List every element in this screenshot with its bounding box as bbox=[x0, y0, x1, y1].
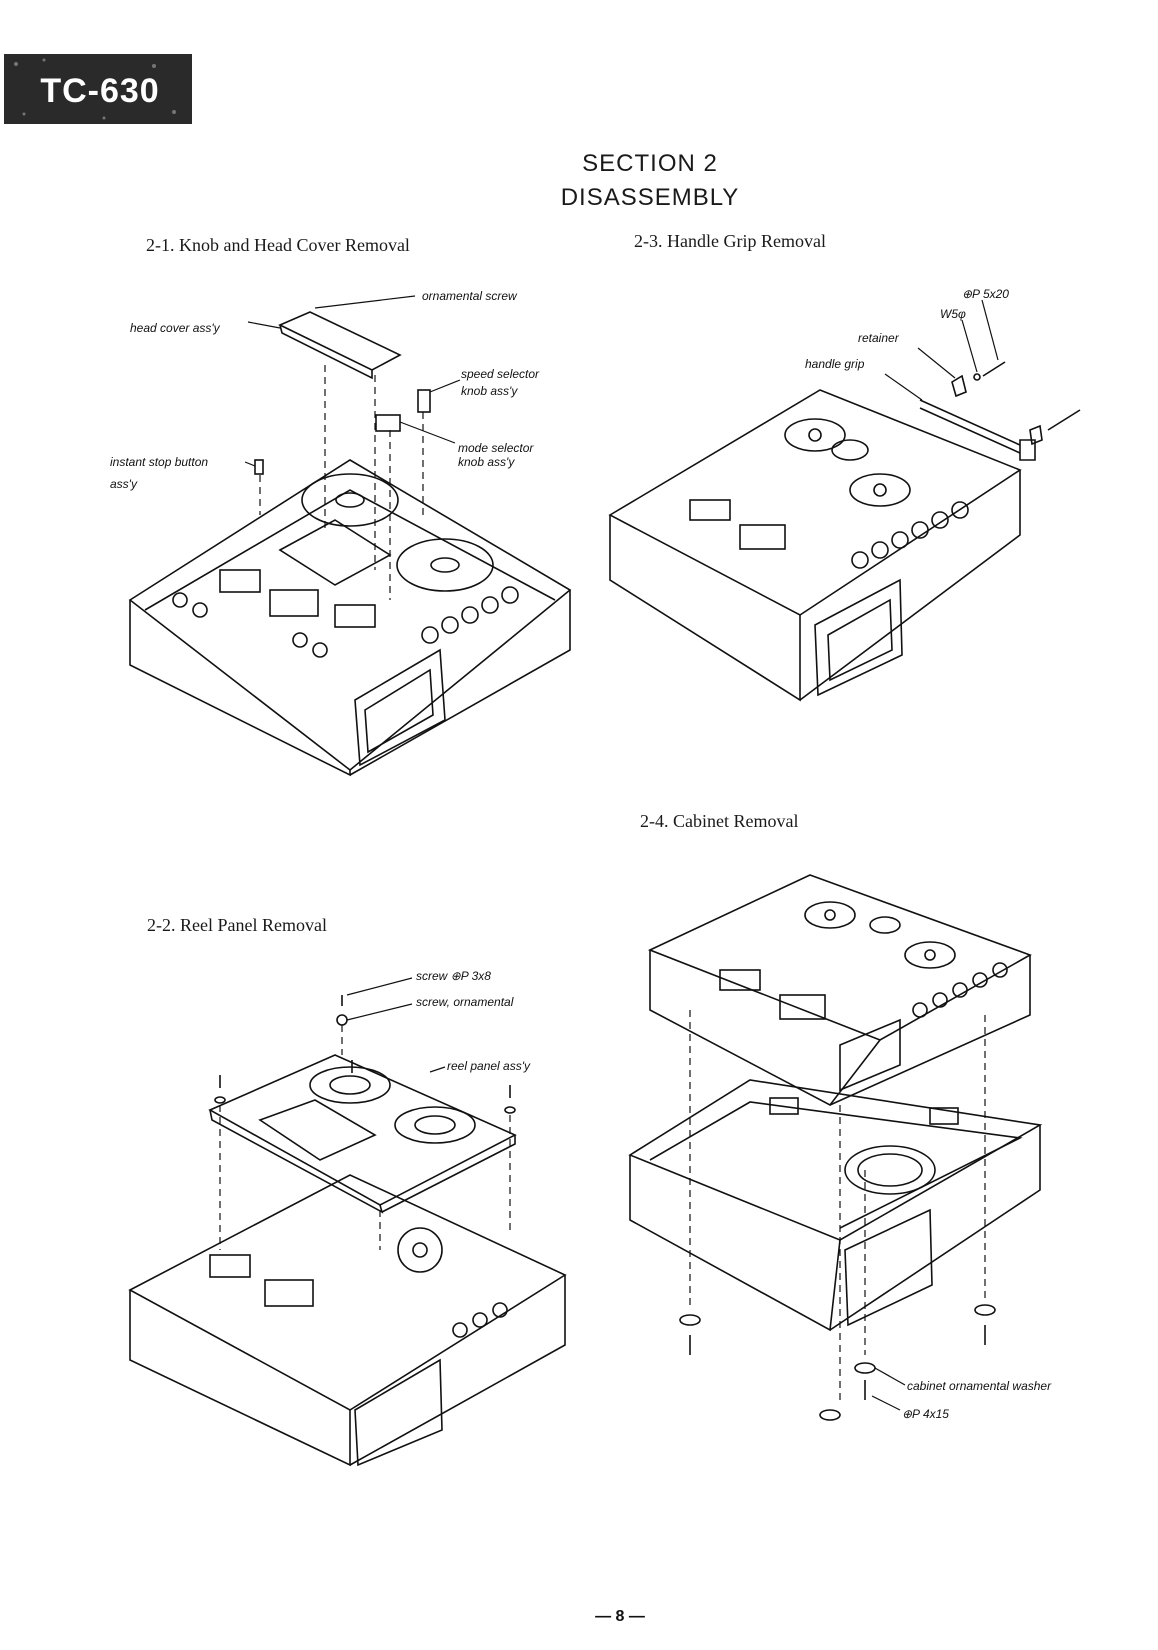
callout-head-cover: head cover ass'y bbox=[130, 321, 221, 335]
callout-handle-grip: handle grip bbox=[805, 357, 865, 371]
callout-w5: W5φ bbox=[940, 307, 966, 321]
callout-screw-p3x8: screw ⊕P 3x8 bbox=[416, 969, 491, 983]
heading-2-4: 2-4. Cabinet Removal bbox=[640, 811, 799, 831]
section-heading: SECTION 2 DISASSEMBLY bbox=[500, 147, 800, 215]
callout-reel-panel: reel panel ass'y bbox=[447, 1059, 531, 1073]
page-number: — 8 — bbox=[595, 1608, 645, 1625]
figure-knob-head-cover: ornamental screw head cover ass'y speed … bbox=[100, 270, 580, 780]
callout-retainer: retainer bbox=[858, 331, 900, 345]
tc-630-logo: TC-630 bbox=[4, 54, 192, 124]
callout-screw-ornamental: screw, ornamental bbox=[416, 995, 514, 1009]
callout-p4x15: ⊕P 4x15 bbox=[902, 1407, 949, 1421]
figure-reel-panel: screw ⊕P 3x8 screw, ornamental reel pane… bbox=[100, 960, 580, 1480]
callout-ornamental-screw: ornamental screw bbox=[422, 289, 518, 303]
callout-p5x20: ⊕P 5x20 bbox=[962, 287, 1009, 301]
callout-mode-selector: mode selector bbox=[458, 441, 534, 455]
section-title: DISASSEMBLY bbox=[560, 184, 740, 211]
figure-handle-grip: ⊕P 5x20 W5φ retainer handle grip bbox=[600, 270, 1120, 720]
heading-2-1: 2-1. Knob and Head Cover Removal bbox=[146, 235, 410, 255]
callout-instant-stop: instant stop button bbox=[110, 455, 208, 469]
figure-cabinet: cabinet ornamental washer ⊕P 4x15 bbox=[600, 840, 1140, 1440]
heading-2-3: 2-3. Handle Grip Removal bbox=[634, 231, 826, 251]
callout-mode-selector-knob: knob ass'y bbox=[458, 455, 515, 469]
callout-speed-selector-knob: knob ass'y bbox=[461, 384, 518, 398]
heading-2-2: 2-2. Reel Panel Removal bbox=[147, 915, 327, 935]
callout-cabinet-washer: cabinet ornamental washer bbox=[907, 1379, 1052, 1393]
svg-text:TC-630: TC-630 bbox=[40, 72, 159, 110]
callout-speed-selector: speed selector bbox=[461, 367, 540, 381]
callout-instant-stop-assy: ass'y bbox=[110, 477, 138, 491]
section-label: SECTION 2 bbox=[582, 150, 718, 177]
